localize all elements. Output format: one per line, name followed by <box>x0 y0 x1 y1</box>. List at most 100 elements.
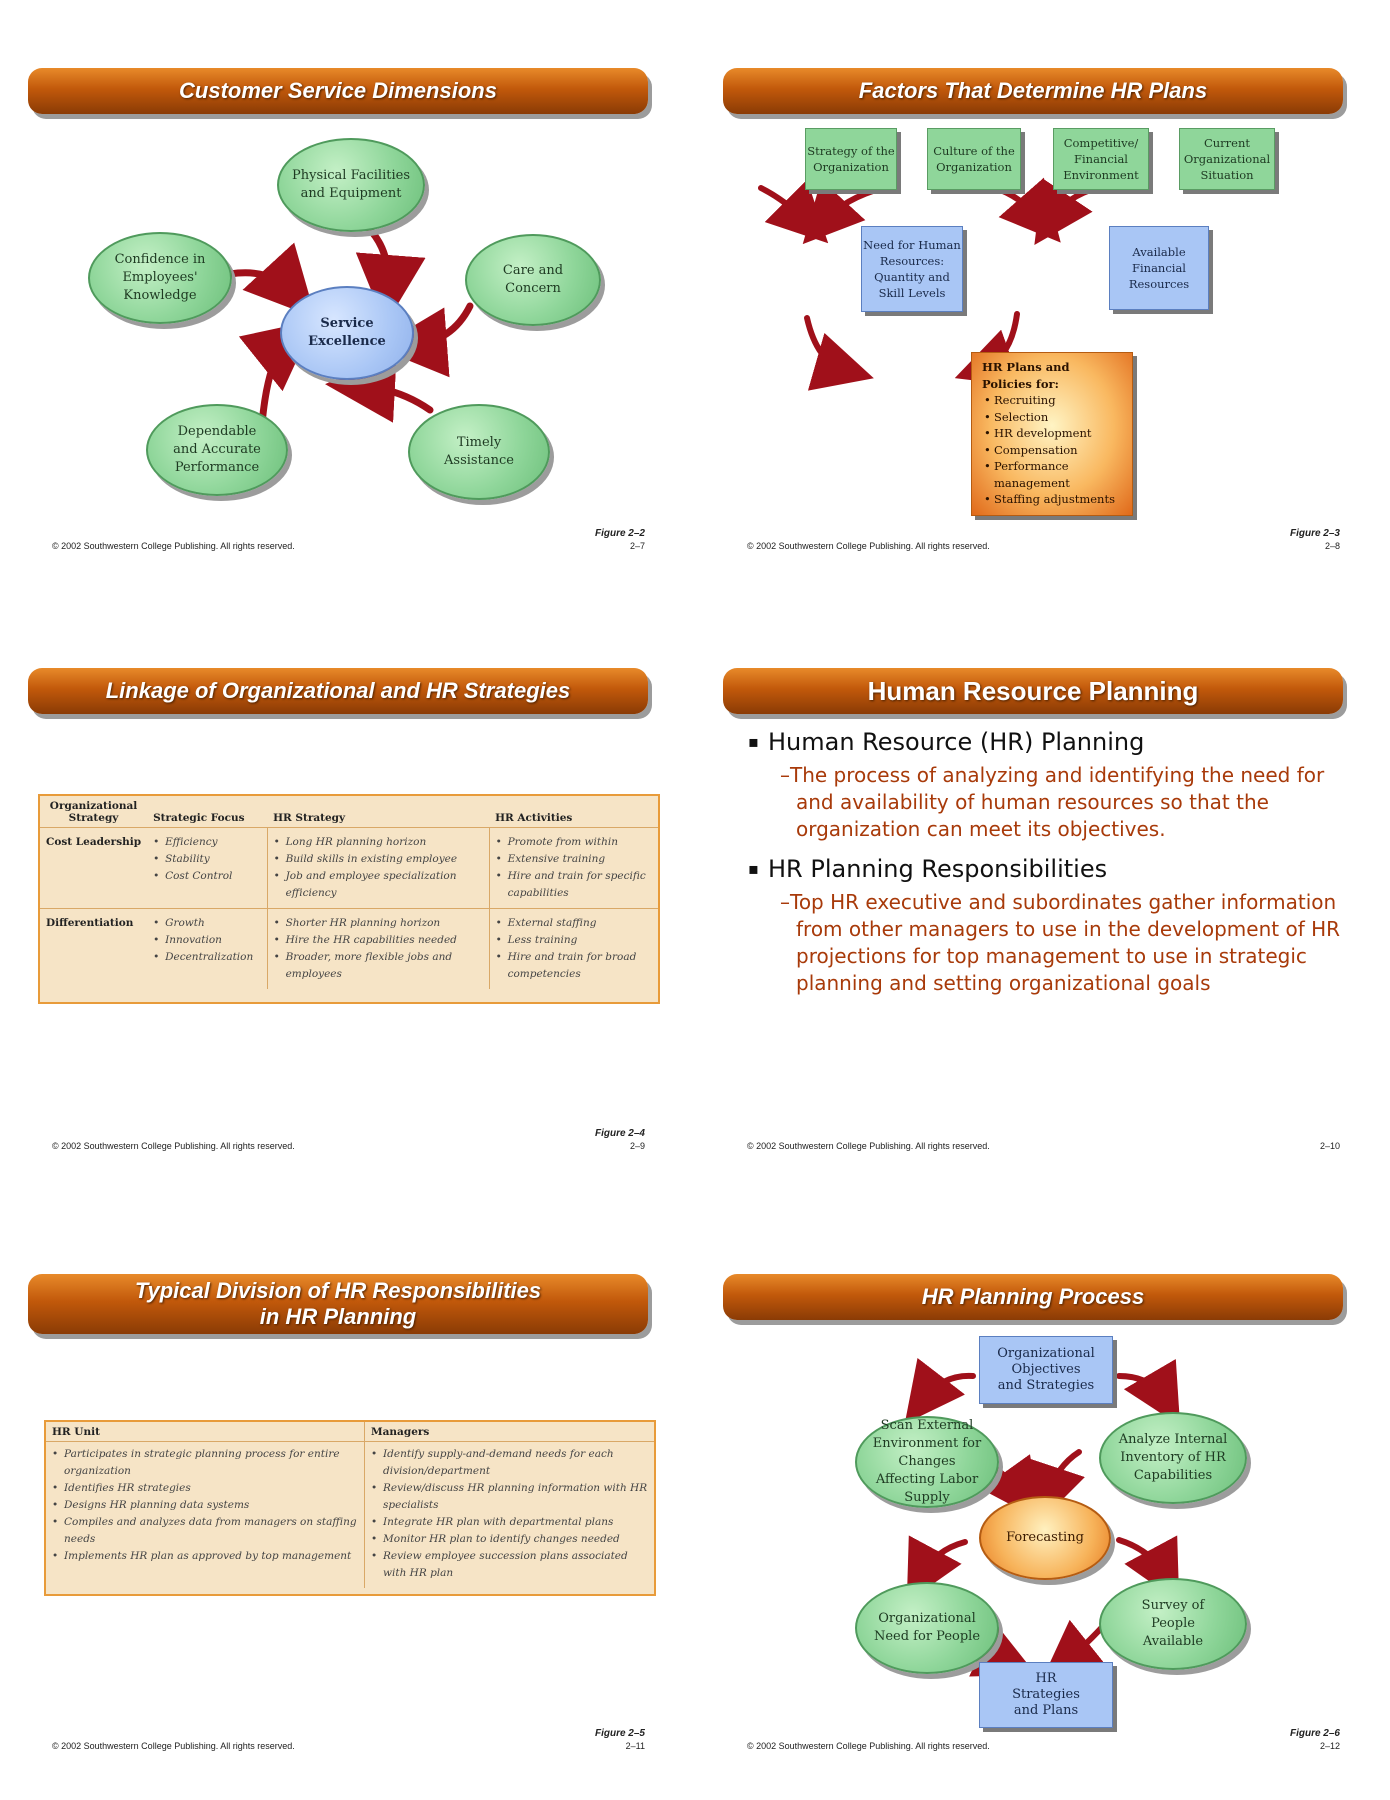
dimension-care-and-concern: Care and Concern <box>465 234 601 326</box>
factor-competitive-environment: Competitive/ Financial Environment <box>1053 128 1149 190</box>
center-service-excellence: Service Excellence <box>280 286 414 380</box>
list-item: Efficiency <box>153 834 261 851</box>
list-item: Implements HR plan as approved by top ma… <box>52 1548 358 1565</box>
page-number: 2–12 <box>1319 1741 1340 1751</box>
list-item: Participates in strategic planning proce… <box>52 1446 358 1480</box>
list-item: Monitor HR plan to identify changes need… <box>371 1531 648 1548</box>
hr-strategies-and-plans: HR Strategies and Plans <box>979 1662 1113 1728</box>
list-item: Hire and train for specific capabilities <box>496 868 652 902</box>
slide-hr-planning-process: HR Planning Process Organizational Objec… <box>695 1200 1390 1800</box>
sub-bullet-hr-planning-definition: –The process of analyzing and identifyin… <box>780 763 1325 841</box>
col-header-hr-unit: HR Unit <box>46 1422 365 1442</box>
plans-list: Recruiting Selection HR development Comp… <box>982 392 1122 508</box>
slide-division-responsibilities: © 2002 Southwestern College Publishing. … <box>0 1200 695 1800</box>
factor-current-situation: Current Organizational Situation <box>1179 128 1275 190</box>
list-item: Identifies HR strategies <box>52 1480 358 1497</box>
table-row: Differentiation Growth Innovation Decent… <box>40 908 658 989</box>
responsibilities-table: HR Unit Managers Participates in strateg… <box>44 1420 656 1596</box>
page-number: 2–9 <box>629 1141 645 1151</box>
row-strategy: Cost Leadership <box>46 836 142 848</box>
table-row: Participates in strategic planning proce… <box>46 1441 654 1588</box>
dimension-timely-assistance: Timely Assistance <box>408 404 550 500</box>
sub-bullet-responsibilities-description: –Top HR executive and subordinates gathe… <box>780 890 1341 995</box>
title-line-2: in HR Planning <box>259 1304 417 1329</box>
list-item: Extensive training <box>496 851 652 868</box>
plans-header: HR Plans and Policies for: <box>982 360 1070 391</box>
copyright: © 2002 Southwestern College Publishing. … <box>52 1141 295 1151</box>
slide-title: Linkage of Organizational and HR Strateg… <box>28 668 648 714</box>
copyright: © 2002 Southwestern College Publishing. … <box>747 1741 990 1751</box>
list-item: Selection <box>984 409 1122 426</box>
analyze-internal-inventory: Analyze Internal Inventory of HR Capabil… <box>1099 1412 1247 1504</box>
need-for-human-resources: Need for Human Resources: Quantity and S… <box>861 226 963 312</box>
list-item: External staffing <box>496 915 652 932</box>
dimension-confidence-knowledge: Confidence in Employees' Knowledge <box>88 232 232 324</box>
page-number: 2–7 <box>629 541 645 551</box>
col-header-org-strategy: Organizational Strategy <box>40 796 148 828</box>
list-item: Cost Control <box>153 868 261 885</box>
list-item: Stability <box>153 851 261 868</box>
slide-title: Customer Service Dimensions <box>28 68 648 114</box>
list-item: Growth <box>153 915 261 932</box>
survey-of-people-available: Survey of People Available <box>1099 1578 1247 1670</box>
slide-hr-plans-factors: Factors That Determine HR Plans Strategy… <box>695 0 1390 600</box>
figure-label: Figure 2–6 <box>1289 1728 1340 1739</box>
list-item: Promote from within <box>496 834 652 851</box>
list-item: Hire the HR capabilities needed <box>274 932 483 949</box>
hr-plans-policies: HR Plans and Policies for: Recruiting Se… <box>971 352 1133 516</box>
list-item: Staffing adjustments <box>984 491 1122 508</box>
table-row: Cost Leadership Efficiency Stability Cos… <box>40 827 658 909</box>
list-item: Build skills in existing employee <box>274 851 483 868</box>
list-item: Innovation <box>153 932 261 949</box>
row-strategy: Differentiation <box>40 908 148 989</box>
organizational-need-for-people: Organizational Need for People <box>855 1582 999 1674</box>
list-item: HR development <box>984 425 1122 442</box>
page-number: 2–8 <box>1324 541 1340 551</box>
col-header-strategic-focus: Strategic Focus <box>147 796 268 828</box>
list-item: Decentralization <box>153 949 261 966</box>
col-header-managers: Managers <box>364 1422 654 1442</box>
slide-title: Factors That Determine HR Plans <box>723 68 1343 114</box>
list-item: Compensation <box>984 442 1122 459</box>
list-item: Review/discuss HR planning information w… <box>371 1480 648 1514</box>
col-header-hr-activities: HR Activities <box>489 796 658 828</box>
figure-label: Figure 2–4 <box>594 1128 645 1139</box>
slide-title: Human Resource Planning <box>723 668 1343 714</box>
list-item: Review employee succession plans associa… <box>371 1548 648 1582</box>
copyright: © 2002 Southwestern College Publishing. … <box>747 541 990 551</box>
page-number: 2–11 <box>625 1741 645 1751</box>
list-item: Shorter HR planning horizon <box>274 915 483 932</box>
list-item: Job and employee specialization efficien… <box>274 868 483 902</box>
dimension-dependable-performance: Dependable and Accurate Performance <box>146 404 288 496</box>
figure-label: Figure 2–5 <box>594 1728 645 1739</box>
copyright: © 2002 Southwestern College Publishing. … <box>747 1141 990 1151</box>
strategy-linkage-table: Organizational Strategy Strategic Focus … <box>38 794 660 1004</box>
list-item: Designs HR planning data systems <box>52 1497 358 1514</box>
figure-label: Figure 2–3 <box>1289 528 1340 539</box>
copyright: © 2002 Southwestern College Publishing. … <box>52 1741 295 1751</box>
figure-label: Figure 2–2 <box>594 528 645 539</box>
scan-external-environment: Scan External Environment for Changes Af… <box>855 1416 999 1508</box>
col-header-hr-strategy: HR Strategy <box>267 796 490 828</box>
slide-linkage-strategies: Linkage of Organizational and HR Strateg… <box>0 600 695 1200</box>
forecasting: Forecasting <box>979 1496 1111 1580</box>
title-line-1: Typical Division of HR Responsibilities <box>134 1278 542 1303</box>
copyright: © 2002 Southwestern College Publishing. … <box>52 541 295 551</box>
list-item: Hire and train for broad competencies <box>496 949 652 983</box>
list-item: Recruiting <box>984 392 1122 409</box>
slide-hr-planning: Human Resource Planning © 2002 Southwest… <box>695 600 1390 1200</box>
list-item: Compiles and analyzes data from managers… <box>52 1514 358 1548</box>
page-number: 2–10 <box>1319 1141 1340 1151</box>
list-item: Long HR planning horizon <box>274 834 483 851</box>
slide-title: HR Planning Process <box>723 1274 1343 1320</box>
list-item: Integrate HR plan with departmental plan… <box>371 1514 648 1531</box>
list-item: Performance management <box>984 458 1122 491</box>
slide-title-division: Typical Division of HR Responsibilities … <box>28 1274 648 1334</box>
list-item: Identify supply-and-demand needs for eac… <box>371 1446 648 1480</box>
factor-culture: Culture of the Organization <box>927 128 1021 190</box>
dimension-physical-facilities: Physical Facilities and Equipment <box>277 138 425 232</box>
bullet-hr-planning-responsibilities: HR Planning Responsibilities <box>748 855 1348 883</box>
slide-customer-service: Customer Service Dimensions Service Exce… <box>0 0 695 600</box>
list-item: Broader, more flexible jobs and employee… <box>274 949 483 983</box>
factor-strategy: Strategy of the Organization <box>805 128 897 190</box>
